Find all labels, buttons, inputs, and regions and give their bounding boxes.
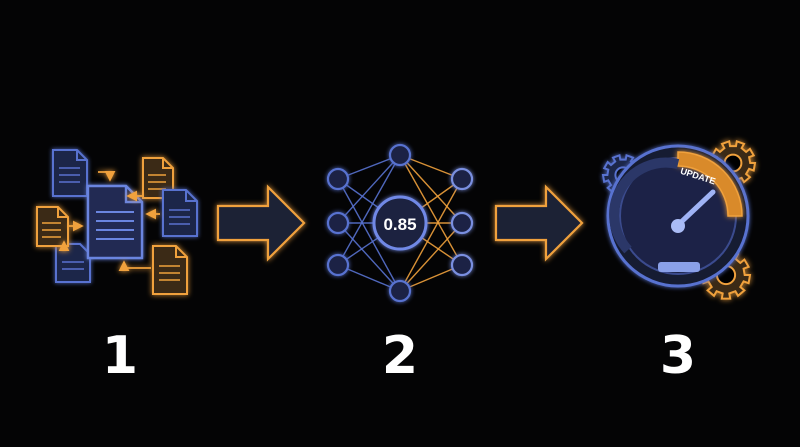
gauge-update-icon: UPDATE [601,139,757,300]
output-score-node [372,195,428,251]
gauge-track [609,157,680,254]
network-connection [337,222,401,292]
network-connection [399,154,463,266]
network-connection [337,264,401,292]
step-number-1: 1 [101,326,139,386]
network-node [326,253,350,277]
network-node [388,143,412,167]
document-orange-bottom-right [152,245,188,295]
gauge-needle [671,189,716,233]
step-number-3: 3 [659,326,697,386]
network-node [450,211,474,235]
document-blue-bottom-left [55,243,91,283]
document-orange-left [36,206,69,247]
network-connections [337,154,463,292]
network-connection [399,178,463,292]
output-score-value: 0.85 [383,215,416,234]
network-node [326,167,350,191]
step-number-2: 2 [381,326,419,386]
network-node [388,279,412,303]
network-nodes [326,143,474,303]
documents-merge-icon [36,149,198,295]
network-connection [399,264,463,292]
network-node [326,211,350,235]
gauge-update-segment [677,151,743,217]
merge-arrows [58,171,160,271]
gauge-readout [658,262,700,272]
network-connection [399,222,463,292]
network-connection [399,154,463,224]
network-connection [337,154,401,224]
arrow-right-icon [216,184,306,262]
document-blue-right [162,189,198,237]
arrow-right-icon [494,184,584,262]
network-node [450,253,474,277]
network-connection [337,154,401,266]
neural-network-icon: 0.85 [326,143,474,303]
document-central-merged [86,184,144,260]
document-blue-top-left [52,149,88,197]
network-connection [337,178,401,292]
network-node [450,167,474,191]
